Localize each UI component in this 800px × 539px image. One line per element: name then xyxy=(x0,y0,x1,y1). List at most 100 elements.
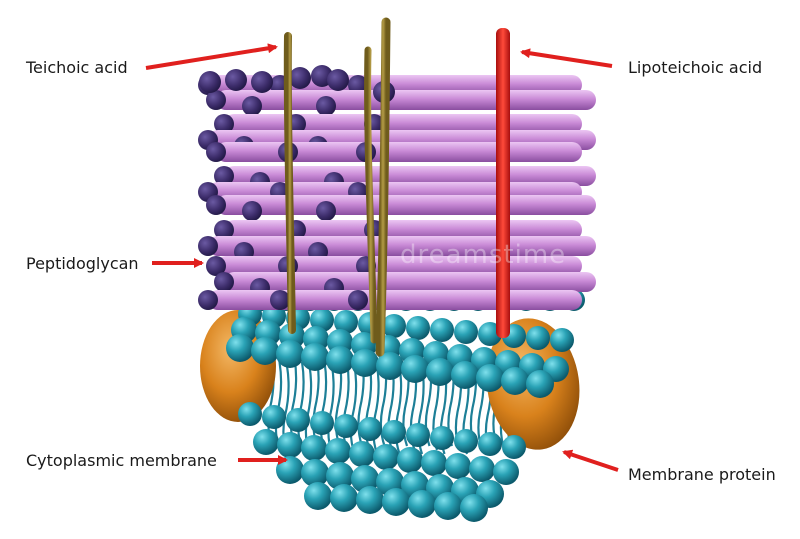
peptidoglycan-strand-end xyxy=(199,71,221,93)
label-teichoic-acid: Teichoic acid xyxy=(26,58,128,77)
phospholipid-head xyxy=(526,370,554,398)
membrane-phospholipid-heads xyxy=(226,289,585,522)
phospholipid-head xyxy=(434,492,462,520)
phospholipid-head xyxy=(358,417,382,441)
peptidoglycan-strand xyxy=(216,142,582,162)
phospholipid-head xyxy=(310,411,334,435)
peptidoglycan-strand xyxy=(208,290,582,310)
phospholipid-head xyxy=(334,310,358,334)
phospholipid-head xyxy=(373,444,399,470)
phospholipid-head xyxy=(454,429,478,453)
peptidoglycan-strand-end xyxy=(206,142,226,162)
phospholipid-head xyxy=(478,432,502,456)
phospholipid-head xyxy=(454,320,478,344)
peptidoglycan-strand xyxy=(224,114,582,134)
phospholipid-head xyxy=(476,364,504,392)
phospholipid-head xyxy=(382,314,406,338)
phospholipid-head xyxy=(426,358,454,386)
lipid-tail xyxy=(372,365,380,455)
phospholipid-head xyxy=(469,456,495,482)
phospholipid-head xyxy=(406,316,430,340)
phospholipid-head xyxy=(351,465,379,493)
peptidoglycan-strand-end xyxy=(198,290,218,310)
phospholipid-head xyxy=(445,453,471,479)
phospholipid-head xyxy=(326,346,354,374)
peptidoglycan-strand xyxy=(216,195,596,215)
peptidoglycan-strand-end xyxy=(289,67,311,89)
peptidoglycan-strand-end xyxy=(316,96,336,116)
peptidoglycan-strand-end xyxy=(214,220,234,240)
phospholipid-head xyxy=(262,405,286,429)
peptidoglycan-strand xyxy=(216,256,582,276)
peptidoglycan-strand-end xyxy=(242,96,262,116)
phospholipid-head xyxy=(451,361,479,389)
phospholipid-head xyxy=(349,441,375,467)
phospholipid-head xyxy=(550,328,574,352)
label-peptidoglycan: Peptidoglycan xyxy=(26,254,139,273)
phospholipid-head xyxy=(330,484,358,512)
peptidoglycan-strand-end xyxy=(214,272,234,292)
peptidoglycan-strand-end xyxy=(242,201,262,221)
lipid-tail xyxy=(342,361,350,451)
peptidoglycan-strand-end xyxy=(214,166,234,186)
arrow-teichoic-acid xyxy=(145,43,278,70)
lipoteichoic-acid-strand xyxy=(496,28,510,338)
phospholipid-head xyxy=(430,426,454,450)
phospholipid-head xyxy=(382,420,406,444)
phospholipid-head xyxy=(251,337,279,365)
phospholipid-head xyxy=(356,486,384,514)
phospholipid-head xyxy=(301,343,329,371)
peptidoglycan-strand xyxy=(224,272,596,292)
phospholipid-head xyxy=(286,408,310,432)
phospholipid-head xyxy=(304,482,332,510)
phospholipid-head xyxy=(334,414,358,438)
peptidoglycan-strand xyxy=(224,220,582,240)
peptidoglycan-strand-end xyxy=(251,71,273,93)
phospholipid-head xyxy=(460,494,488,522)
phospholipid-head xyxy=(351,349,379,377)
phospholipid-head xyxy=(376,352,404,380)
teichoic-acid-strand-2 xyxy=(364,46,378,344)
peptidoglycan-strand-end xyxy=(270,290,290,310)
phospholipid-head xyxy=(253,429,279,455)
peptidoglycan-layer xyxy=(198,65,596,310)
phospholipid-head xyxy=(502,435,526,459)
peptidoglycan-strand-end xyxy=(348,290,368,310)
peptidoglycan-strand-end xyxy=(206,256,226,276)
phospholipid-head xyxy=(408,490,436,518)
phospholipid-head xyxy=(325,438,351,464)
phospholipid-head xyxy=(238,402,262,426)
phospholipid-head xyxy=(277,432,303,458)
watermark: dreamstime xyxy=(400,240,567,270)
label-membrane-protein: Membrane protein xyxy=(628,465,776,484)
phospholipid-head xyxy=(397,447,423,473)
peptidoglycan-strand xyxy=(216,90,596,110)
lipid-tail xyxy=(319,361,328,451)
phospholipid-head xyxy=(421,450,447,476)
peptidoglycan-strand-end xyxy=(214,114,234,134)
peptidoglycan-strand-end xyxy=(327,69,349,91)
phospholipid-head xyxy=(430,318,454,342)
peptidoglycan-strand-end xyxy=(316,201,336,221)
phospholipid-head xyxy=(301,459,329,487)
phospholipid-head xyxy=(401,355,429,383)
peptidoglycan-strand-end xyxy=(225,69,247,91)
peptidoglycan-strand-end xyxy=(206,195,226,215)
lipid-tail xyxy=(349,365,358,455)
phospholipid-head xyxy=(226,334,254,362)
phospholipid-head xyxy=(382,488,410,516)
phospholipid-head xyxy=(276,340,304,368)
phospholipid-head xyxy=(493,459,519,485)
teichoic-acid-strand-1 xyxy=(283,32,296,334)
phospholipid-head xyxy=(301,435,327,461)
phospholipid-head xyxy=(501,367,529,395)
peptidoglycan-strand-end xyxy=(206,90,226,110)
arrow-membrane-protein xyxy=(562,449,619,472)
phospholipid-head xyxy=(526,326,550,350)
phospholipid-head xyxy=(326,462,354,490)
teichoic-acid-strand-3 xyxy=(375,17,391,357)
label-lipoteichoic-acid: Lipoteichoic acid xyxy=(628,58,763,77)
label-cytoplasmic-membrane: Cytoplasmic membrane xyxy=(26,451,217,470)
